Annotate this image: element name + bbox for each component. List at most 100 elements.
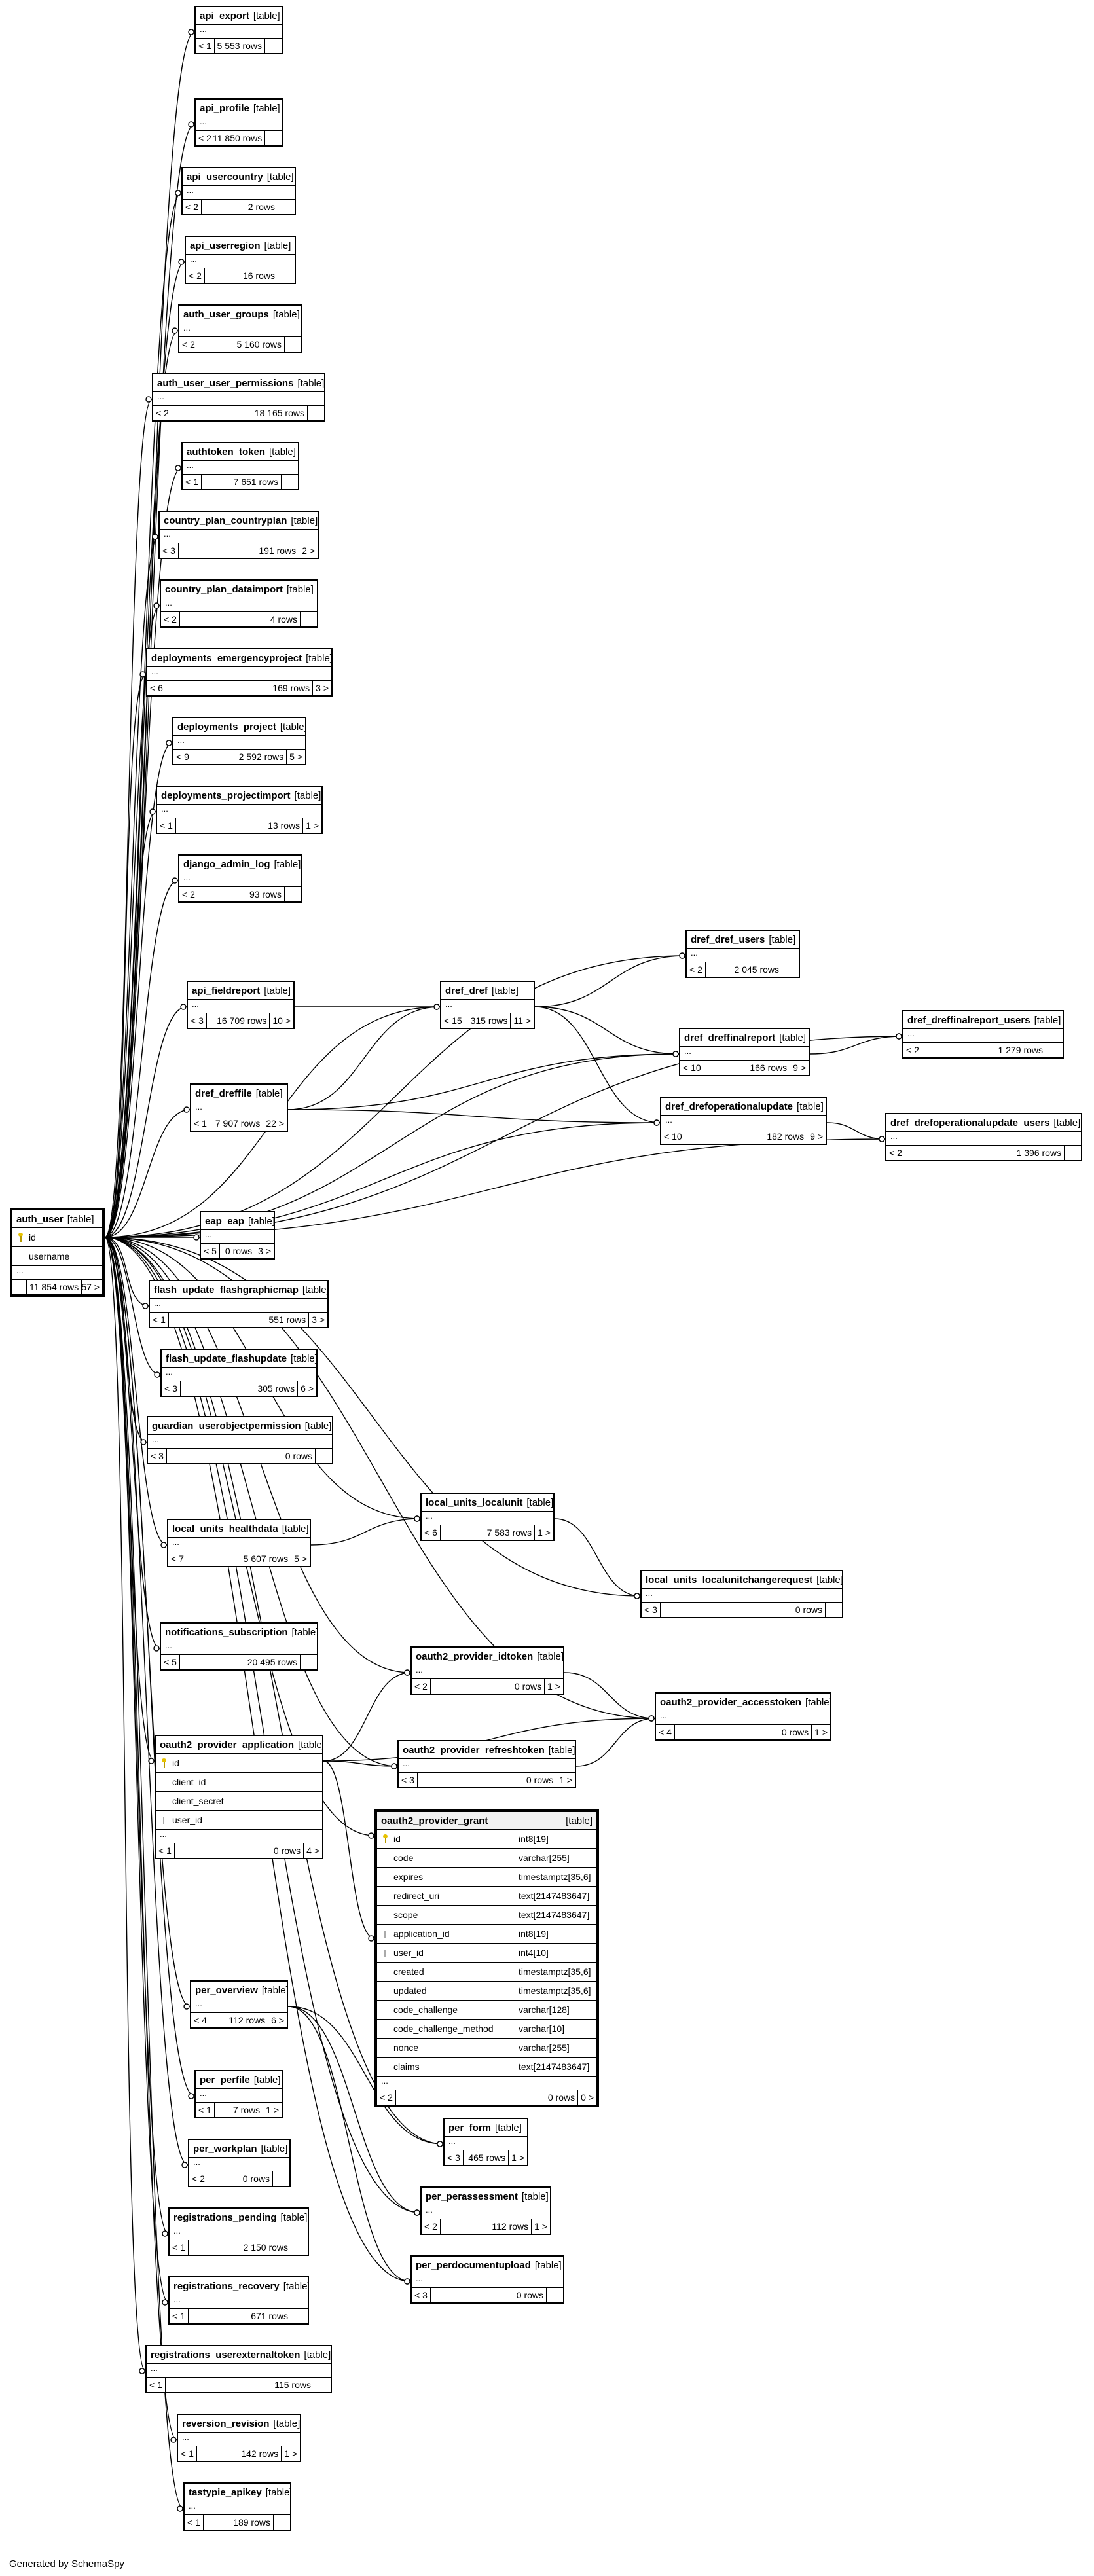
children-count[interactable]: 11 > (510, 1013, 534, 1028)
children-count[interactable]: 3 > (308, 1313, 327, 1327)
children-count[interactable] (300, 1655, 317, 1669)
parents-count[interactable]: < 1 (191, 1116, 210, 1131)
parents-count[interactable]: < 1 (196, 39, 215, 53)
parents-count[interactable]: < 2 (687, 962, 706, 977)
children-count[interactable]: 1 > (811, 1725, 830, 1739)
column-row[interactable]: client_id (156, 1773, 322, 1792)
children-count[interactable]: 9 > (807, 1129, 826, 1144)
children-count[interactable] (1064, 1146, 1081, 1160)
table-dref-drefoperationalupdate[interactable]: dref_drefoperationalupdate[table]...< 10… (660, 1097, 827, 1145)
column-row[interactable]: client_secret (156, 1792, 322, 1811)
parents-count[interactable]: < 9 (173, 750, 192, 764)
parents-count[interactable]: < 5 (201, 1244, 220, 1258)
parents-count[interactable]: < 1 (157, 818, 176, 833)
parents-count[interactable]: < 2 (179, 887, 198, 901)
parents-count[interactable]: < 1 (150, 1313, 169, 1327)
children-count[interactable]: 1 > (544, 1679, 563, 1694)
parents-count[interactable]: < 1 (185, 2515, 204, 2530)
table-registrations-userexternaltoken[interactable]: registrations_userexternaltoken[table]..… (145, 2345, 332, 2393)
parents-count[interactable]: < 3 (160, 543, 179, 558)
parents-count[interactable]: < 3 (148, 1449, 167, 1463)
children-count[interactable] (284, 887, 301, 901)
children-count[interactable] (307, 406, 324, 420)
children-count[interactable] (825, 1603, 842, 1617)
children-count[interactable] (272, 2171, 289, 2186)
children-count[interactable]: 6 > (268, 2013, 287, 2027)
parents-count[interactable]: < 2 (422, 2219, 441, 2234)
parents-count[interactable]: < 10 (680, 1061, 704, 1075)
parents-count[interactable]: < 1 (156, 1843, 175, 1858)
children-count[interactable] (264, 131, 282, 145)
parents-count[interactable]: < 1 (147, 2378, 166, 2392)
column-row[interactable]: id (156, 1754, 322, 1773)
children-count[interactable]: 1 > (531, 2219, 550, 2234)
parents-count[interactable]: < 2 (189, 2171, 208, 2186)
parents-count[interactable]: < 2 (886, 1146, 905, 1160)
parents-count[interactable]: < 3 (162, 1381, 181, 1396)
children-count[interactable]: 5 > (286, 750, 305, 764)
children-count[interactable]: 1 > (508, 2150, 527, 2165)
children-count[interactable]: 2 > (299, 543, 318, 558)
parents-count[interactable]: < 4 (656, 1725, 675, 1739)
parents-count[interactable]: < 3 (642, 1603, 661, 1617)
children-count[interactable]: 1 > (281, 2446, 300, 2461)
parents-count[interactable]: < 3 (412, 2288, 431, 2302)
column-row[interactable]: user_id (156, 1811, 322, 1830)
children-count[interactable]: 9 > (790, 1061, 809, 1075)
children-count[interactable]: 1 > (556, 1773, 575, 1787)
parents-count[interactable]: < 4 (191, 2013, 210, 2027)
children-count[interactable]: 6 > (297, 1381, 316, 1396)
children-count[interactable] (291, 2240, 308, 2255)
table-flash-update-flashgraphicmap[interactable]: flash_update_flashgraphicmap[table]...< … (149, 1280, 329, 1328)
parents-count[interactable]: < 1 (183, 475, 202, 489)
children-count[interactable] (315, 1449, 332, 1463)
children-count[interactable] (291, 2309, 308, 2323)
table-dref-drefoperationalupdate-users[interactable]: dref_drefoperationalupdate_users[table].… (885, 1113, 1082, 1161)
children-count[interactable]: 22 > (263, 1116, 287, 1131)
parents-count[interactable]: < 3 (445, 2150, 464, 2165)
parents-count[interactable]: < 2 (179, 337, 198, 352)
parents-count[interactable]: < 2 (196, 131, 211, 145)
parents-count[interactable]: < 2 (412, 1679, 431, 1694)
children-count[interactable] (284, 337, 301, 352)
children-count[interactable] (1046, 1043, 1063, 1057)
parents-count[interactable]: < 10 (661, 1129, 685, 1144)
children-count[interactable]: 57 > (81, 1280, 102, 1294)
children-count[interactable] (278, 200, 295, 214)
parents-count[interactable]: < 2 (153, 406, 172, 420)
table-local-units-localunitchangerequest[interactable]: local_units_localunitchangerequest[table… (640, 1570, 843, 1618)
